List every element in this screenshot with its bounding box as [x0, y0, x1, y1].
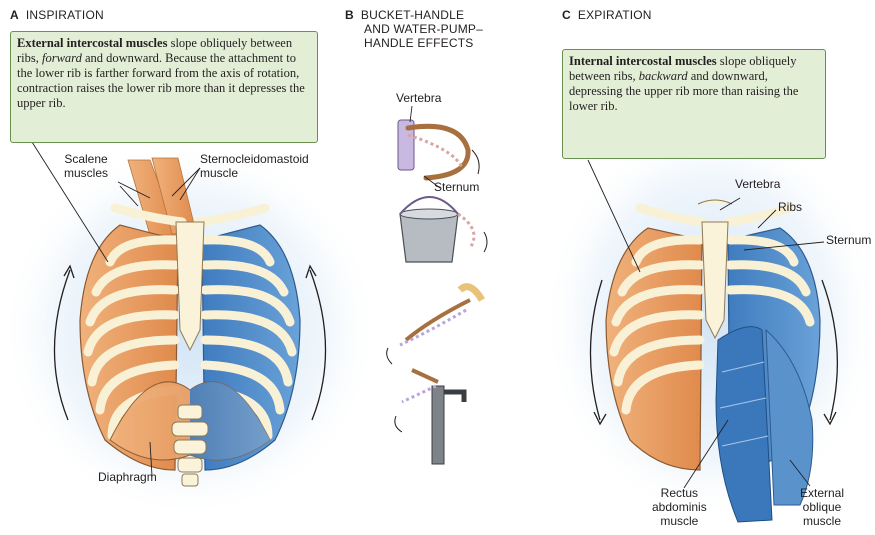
panel-c-title: EXPIRATION [578, 8, 652, 22]
ext-oblique-label-line2: oblique [800, 500, 844, 514]
panel-c-sternum-label: Sternum [826, 233, 875, 247]
panel-c-letter: C [562, 8, 571, 22]
expiration-callout-bold: Internal intercostal muscles [569, 54, 717, 68]
ext-oblique-label-line3: muscle [800, 514, 844, 528]
panel-b-sternum-label: Sternum [434, 180, 479, 194]
panel-c-vertebra-label: Vertebra [735, 177, 780, 191]
inspiration-callout-bold: External intercostal muscles [17, 36, 167, 50]
rectus-label-line2: abdominis [652, 500, 707, 514]
sternocleidomastoid-label: Sternocleidomastoid muscle [200, 152, 309, 180]
panel-b-title-line2: AND WATER-PUMP– [345, 22, 483, 36]
inspiration-callout: External intercostal muscles slope obliq… [10, 31, 318, 143]
external-oblique-label: External oblique muscle [800, 486, 844, 528]
rectus-label-line1: Rectus [652, 486, 707, 500]
panel-b-heading: B BUCKET-HANDLE AND WATER-PUMP– HANDLE EF… [345, 8, 483, 50]
diaphragm-label: Diaphragm [98, 470, 157, 484]
scalene-label-line1: Scalene [64, 152, 108, 166]
inspiration-ribcage [0, 140, 380, 520]
inspiration-callout-italic: forward [42, 51, 82, 65]
panel-a-title: INSPIRATION [26, 8, 104, 22]
mechanics-illustrations [387, 106, 487, 464]
panel-c-ribs-label: Ribs [778, 200, 802, 214]
ext-oblique-label-line1: External [800, 486, 844, 500]
panel-a-letter: A [10, 8, 19, 22]
panel-b-letter: B [345, 8, 354, 22]
expiration-callout: Internal intercostal muscles slope obliq… [562, 49, 826, 159]
panel-b-title-line3: HANDLE EFFECTS [345, 36, 483, 50]
expiration-callout-italic: backward [639, 69, 688, 83]
panel-a-heading: A INSPIRATION [10, 8, 104, 22]
expiration-ribcage [542, 120, 875, 522]
rectus-label-line3: muscle [652, 514, 707, 528]
scalene-label-line2: muscles [64, 166, 108, 180]
rectus-abdominis-label: Rectus abdominis muscle [652, 486, 707, 528]
panel-c-heading: C EXPIRATION [562, 8, 652, 22]
scalene-muscles-label: Scalene muscles [64, 152, 108, 180]
panel-b-title-line1: BUCKET-HANDLE [361, 8, 464, 22]
scm-label-line1: Sternocleidomastoid [200, 152, 309, 166]
scm-label-line2: muscle [200, 166, 309, 180]
panel-b-vertebra-label: Vertebra [396, 91, 441, 105]
